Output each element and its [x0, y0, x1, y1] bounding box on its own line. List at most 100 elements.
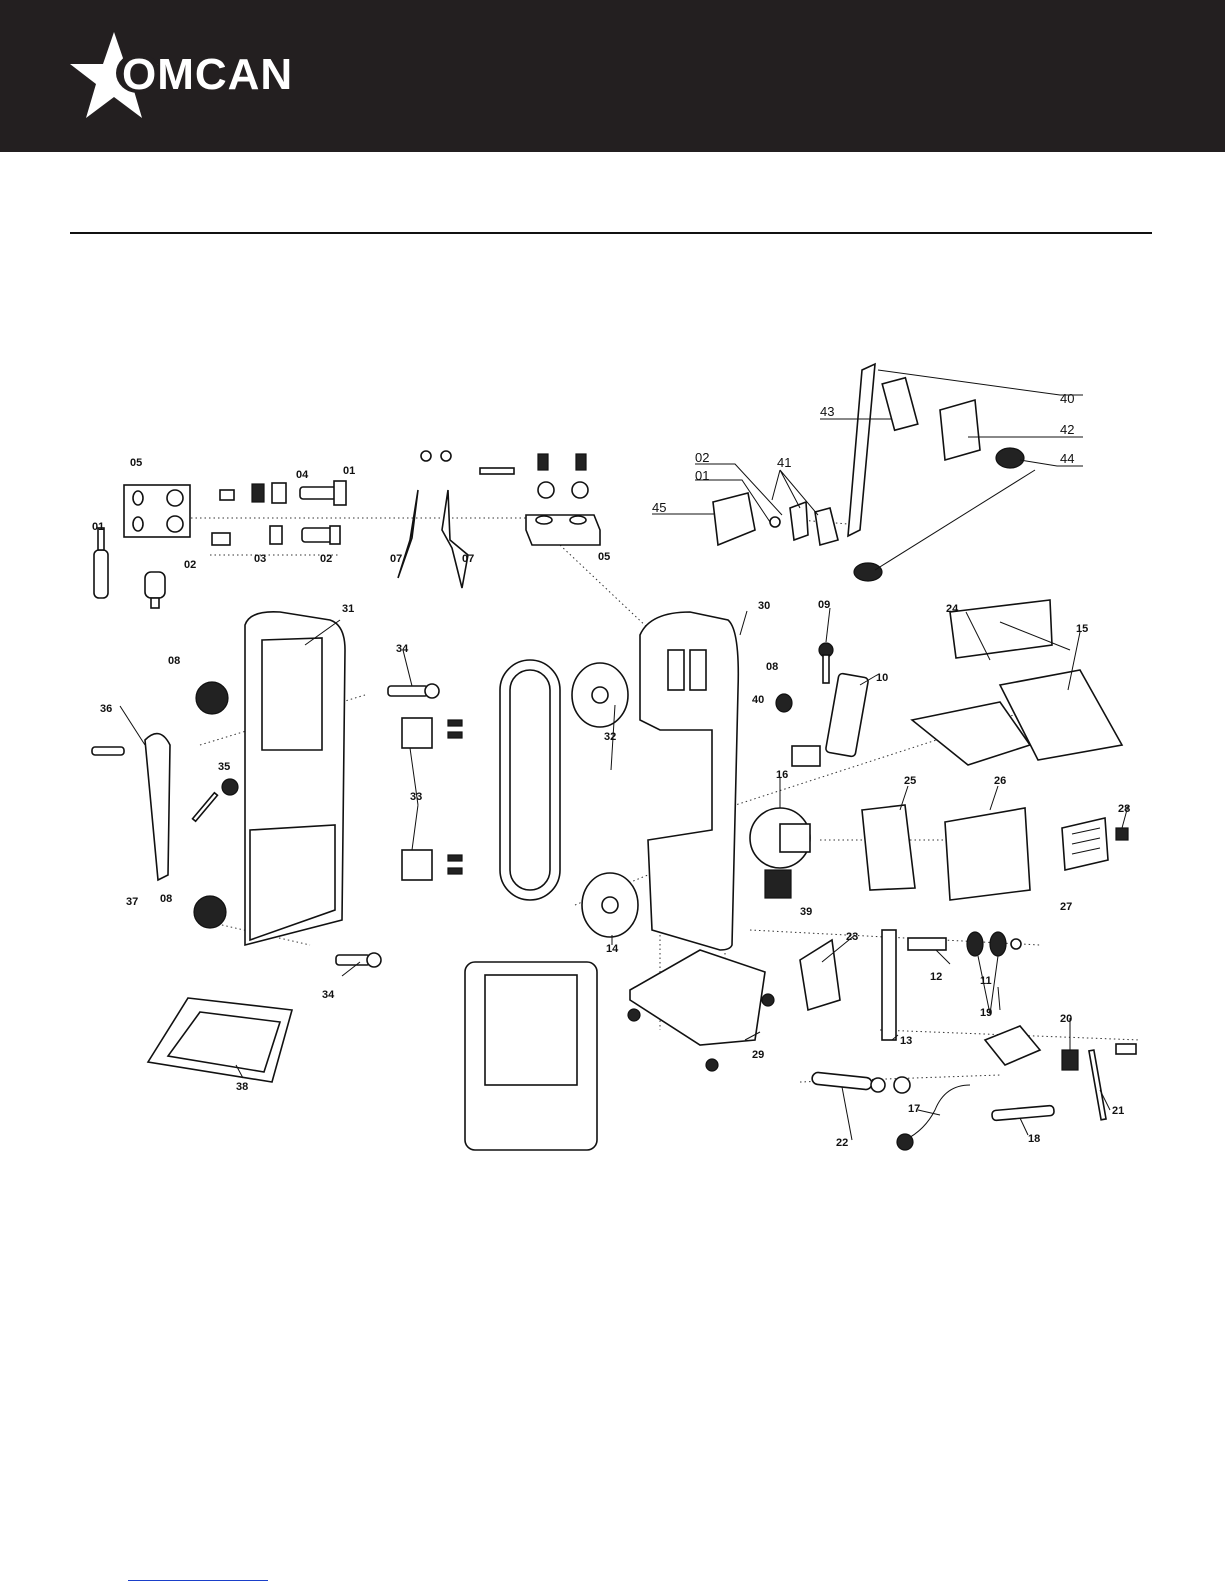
callout-02: 02	[184, 559, 196, 571]
callout-38: 38	[236, 1081, 248, 1093]
callout-24: 24	[946, 603, 959, 615]
callout-05: 05	[598, 551, 610, 563]
callout-07: 07	[390, 553, 402, 565]
upper-door-31	[245, 612, 345, 945]
hinge-33-top	[402, 718, 462, 748]
shaft-12	[908, 938, 946, 950]
callout-01: 01	[92, 521, 104, 533]
hinge-33-bottom	[402, 850, 462, 880]
callout-40: 40	[1060, 391, 1074, 406]
blade-guide-07b	[442, 490, 468, 588]
crank-17	[897, 1085, 970, 1150]
callout-02: 02	[320, 553, 332, 565]
brand-name: OMCAN	[122, 53, 293, 97]
callout-30: 30	[758, 600, 770, 612]
bracket-19	[985, 1026, 1040, 1065]
axle-34-bottom	[336, 953, 381, 967]
knob-08-tension	[776, 694, 792, 712]
callout-04: 04	[296, 469, 309, 481]
callout-12: 12	[930, 971, 942, 983]
pad-10	[825, 673, 868, 757]
washer-pair	[421, 451, 451, 461]
callout-21: 21	[1112, 1105, 1124, 1117]
callout-33: 33	[410, 791, 422, 803]
callout-03: 03	[254, 553, 266, 565]
callout-17: 17	[908, 1103, 920, 1115]
lower-wheel-14	[582, 873, 638, 937]
plug-28	[1116, 828, 1128, 840]
callout-39: 39	[800, 906, 812, 918]
callout-15: 15	[1076, 623, 1088, 635]
bracket-41	[770, 502, 838, 545]
bracket-40-low	[792, 746, 820, 766]
callout-43: 43	[820, 404, 834, 419]
callout-28: 28	[1118, 803, 1130, 815]
callout-42: 42	[1060, 422, 1074, 437]
callout-40: 40	[752, 694, 764, 706]
callout-34: 34	[322, 989, 335, 1001]
exploded-parts-diagram: 05 01 02 03 04 01 02 07 07 05 02 01 41 4…	[0, 350, 1225, 1180]
pin-36	[92, 747, 124, 755]
callout-29: 29	[752, 1049, 764, 1061]
knob-44	[996, 448, 1024, 468]
callout-14: 14	[606, 943, 619, 955]
header-bar: OMCAN	[0, 0, 1225, 152]
callout-13: 13	[900, 1035, 912, 1047]
tray-38	[148, 998, 292, 1082]
callout-25: 25	[904, 775, 916, 787]
callout-09: 09	[818, 599, 830, 611]
callout-08: 08	[766, 661, 778, 673]
callout-18: 18	[1028, 1133, 1040, 1145]
callout-01: 01	[343, 465, 355, 477]
handle-22	[812, 1072, 910, 1093]
lever-23	[800, 940, 840, 1010]
callout-01: 01	[695, 468, 709, 483]
switch-39	[765, 870, 791, 898]
foot-knob	[854, 563, 882, 581]
title-rule	[70, 232, 1152, 234]
callout-23: 23	[846, 931, 858, 943]
blade-loop	[500, 660, 560, 900]
knob-08-top	[196, 682, 228, 714]
bolts	[538, 454, 588, 498]
table-support	[912, 702, 1030, 765]
table-bracket-24	[950, 600, 1052, 658]
upper-wheel-32	[572, 663, 628, 727]
bracket-42	[940, 400, 980, 460]
main-frame-30	[640, 612, 738, 950]
callout-32: 32	[604, 731, 616, 743]
callout-19: 19	[980, 1007, 992, 1019]
callout-07: 07	[462, 553, 474, 565]
pin-18	[992, 1105, 1055, 1120]
plate-20	[1062, 1050, 1078, 1070]
callout-37: 37	[126, 896, 138, 908]
callout-41: 41	[777, 455, 791, 470]
knob-09	[819, 643, 833, 683]
callout-16: 16	[776, 769, 788, 781]
callout-11: 11	[980, 975, 992, 987]
callout-08: 08	[160, 893, 172, 905]
callout-05: 05	[130, 457, 142, 469]
motor-cover-26	[945, 808, 1030, 900]
fan-grill-27	[1062, 818, 1108, 870]
callout-27: 27	[1060, 901, 1072, 913]
cover-45	[713, 493, 755, 545]
motor-16	[750, 808, 810, 868]
callout-36: 36	[100, 703, 112, 715]
latch-37	[145, 734, 170, 880]
base-inset	[465, 962, 597, 1150]
fitting-02-left	[145, 572, 165, 608]
guide-block-plate	[124, 485, 190, 537]
footer-link-underline[interactable]	[128, 1580, 268, 1581]
callout-20: 20	[1060, 1013, 1072, 1025]
bearings-11	[967, 932, 1021, 956]
callout-45: 45	[652, 500, 666, 515]
pin-row-2	[212, 526, 340, 545]
callout-26: 26	[994, 775, 1006, 787]
callout-02: 02	[695, 450, 709, 465]
rail-40	[848, 364, 875, 536]
axle-34-top	[388, 684, 439, 698]
fitting-01-left	[94, 528, 108, 598]
callout-35: 35	[218, 761, 230, 773]
cover-frame-25	[862, 805, 915, 890]
